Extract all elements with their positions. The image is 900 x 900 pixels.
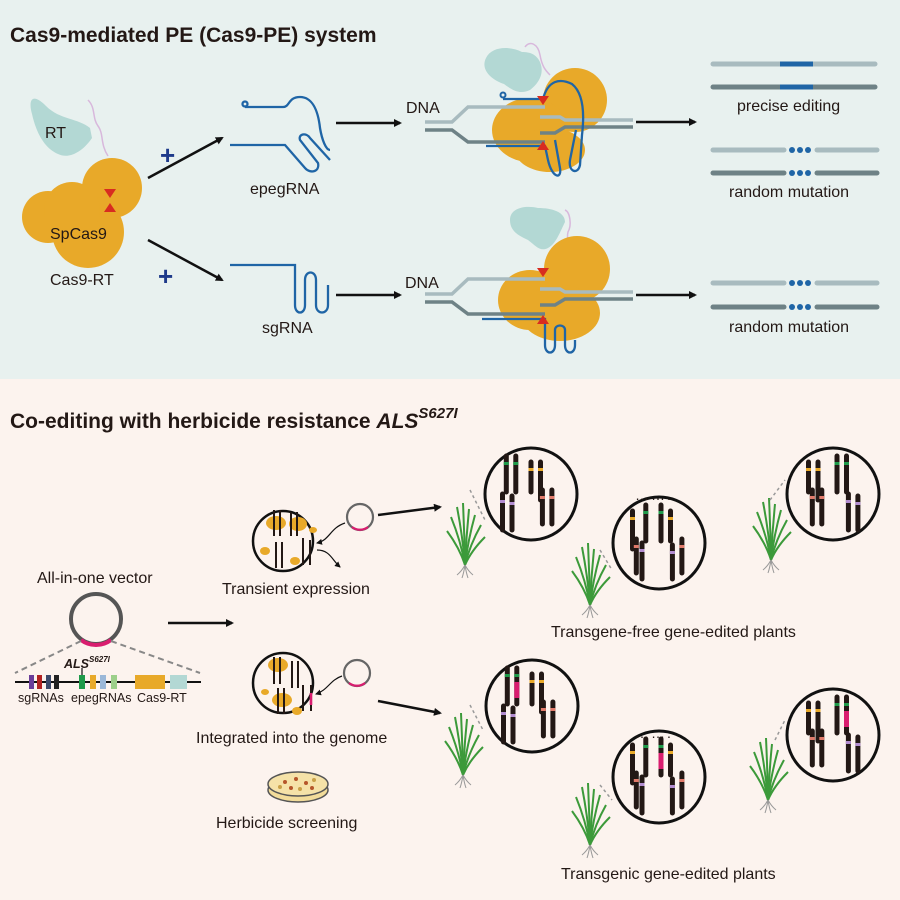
cas9-block (135, 675, 165, 689)
epegrna-block-2 (90, 675, 96, 689)
cassette-allele: S627I (89, 655, 111, 664)
transient-label: Transient expression (222, 581, 370, 598)
top-panel-title: Cas9-mediated PE (Cas9-PE) system (10, 24, 377, 47)
rice-plant-icon (752, 497, 792, 574)
sgrna-icon (230, 263, 330, 314)
bottom-panel-background (0, 379, 900, 900)
outcome-random-label-1: random mutation (729, 184, 849, 201)
chromosome-circle-icon (785, 687, 881, 783)
epegrna-label: epegRNA (250, 181, 320, 198)
outcome-precise-editing (710, 61, 878, 90)
integrated-cell-icon (251, 651, 372, 715)
chromosome-circle-icon (484, 658, 580, 754)
epegrna-icon (230, 95, 331, 173)
cut-site-bottom-icon (104, 203, 116, 212)
cassette-label-cas9rt: Cas9-RT (137, 691, 187, 705)
dna-label-lower: DNA (405, 275, 439, 292)
plants-layer (444, 446, 881, 859)
transgene-free-label: Transgene-free gene-edited plants (551, 624, 796, 641)
rt-label: RT (45, 125, 66, 142)
arrow-to-sgrna (147, 238, 224, 282)
plus-upper: + (160, 140, 175, 170)
outcome-precise-label: precise editing (737, 98, 840, 115)
rt-domain-icon (510, 206, 565, 250)
chromosome-circle-icon (611, 495, 707, 591)
petri-dish-icon (267, 771, 329, 803)
cas9-rt-complex: RT SpCas9 Cas9-RT (22, 98, 142, 289)
magnify-line (469, 704, 484, 731)
bottom-title-allele: S627I (418, 405, 458, 422)
chromosome-circle-icon (483, 446, 579, 542)
cassette-label-sgrnas: sgRNAs (18, 691, 64, 705)
zoom-line-left (14, 640, 82, 674)
magnify-line (599, 549, 613, 571)
screening-label: Herbicide screening (216, 815, 357, 832)
vector-cassette: ALSS627I sgRNAs epegRNAs Cas9-RT (15, 655, 201, 705)
integrated-label: Integrated into the genome (196, 730, 387, 747)
plasmid-icon (69, 592, 123, 647)
pe-complex-lower (425, 206, 633, 354)
bottom-title-gene: ALS (375, 410, 418, 433)
linker-icon (87, 99, 109, 157)
rice-plant-icon (749, 737, 789, 814)
epegrna-block-3 (100, 675, 106, 689)
plus-lower: + (158, 261, 173, 291)
outcome-random-mutation-lower (710, 280, 880, 310)
epegrna-als-block (79, 675, 85, 689)
rice-plant-icon (571, 542, 611, 619)
ellipsis-upper: ……. (635, 487, 673, 503)
spcas9-icon (515, 128, 585, 172)
rt-domain-icon (484, 48, 542, 93)
rt-domain-icon (30, 98, 92, 156)
cut-site-top-icon (104, 189, 116, 198)
bottom-title-text: Co-editing with herbicide resistance (10, 410, 376, 433)
magnify-line (774, 719, 786, 741)
rice-plant-icon (446, 502, 486, 579)
chromosome-circle-icon (611, 729, 707, 825)
vector-label: All-in-one vector (37, 570, 153, 587)
bottom-panel-title: Co-editing with herbicide resistance ALS… (10, 405, 458, 433)
rice-plant-icon (571, 782, 611, 859)
outcome-random-mutation-upper (710, 147, 880, 176)
complex-label: Cas9-RT (50, 272, 114, 289)
arrow-to-epegrna (147, 136, 224, 180)
zoom-line-right (110, 640, 201, 674)
sgrna-block-1 (29, 675, 34, 689)
dna-label-upper: DNA (406, 100, 440, 117)
rt-block (170, 675, 187, 689)
cassette-label-epegrnas: epegRNAs (71, 691, 131, 705)
spcas9-label: SpCas9 (50, 226, 107, 243)
epegrna-block-4 (111, 675, 117, 689)
rice-plant-icon (444, 712, 484, 789)
outcome-random-label-2: random mutation (729, 319, 849, 336)
transgenic-label: Transgenic gene-edited plants (561, 866, 776, 883)
sgrna-block-2 (37, 675, 42, 689)
sgrna-label: sgRNA (262, 320, 313, 337)
spcas9-icon (44, 182, 100, 238)
transient-cell-icon (251, 502, 375, 573)
sgrna-block-4 (54, 675, 59, 689)
chromosome-circle-icon (785, 446, 881, 542)
arrow-integrated-to-plants (377, 699, 442, 716)
pe-complex-upper (425, 42, 633, 177)
sgrna-block-3 (46, 675, 51, 689)
magnify-line (769, 479, 786, 501)
cassette-gene-label: ALSS627I (63, 655, 111, 671)
ellipsis-lower: ……. (635, 725, 673, 741)
cassette-gene: ALS (63, 657, 90, 671)
arrow-transient-to-plants (377, 503, 442, 517)
